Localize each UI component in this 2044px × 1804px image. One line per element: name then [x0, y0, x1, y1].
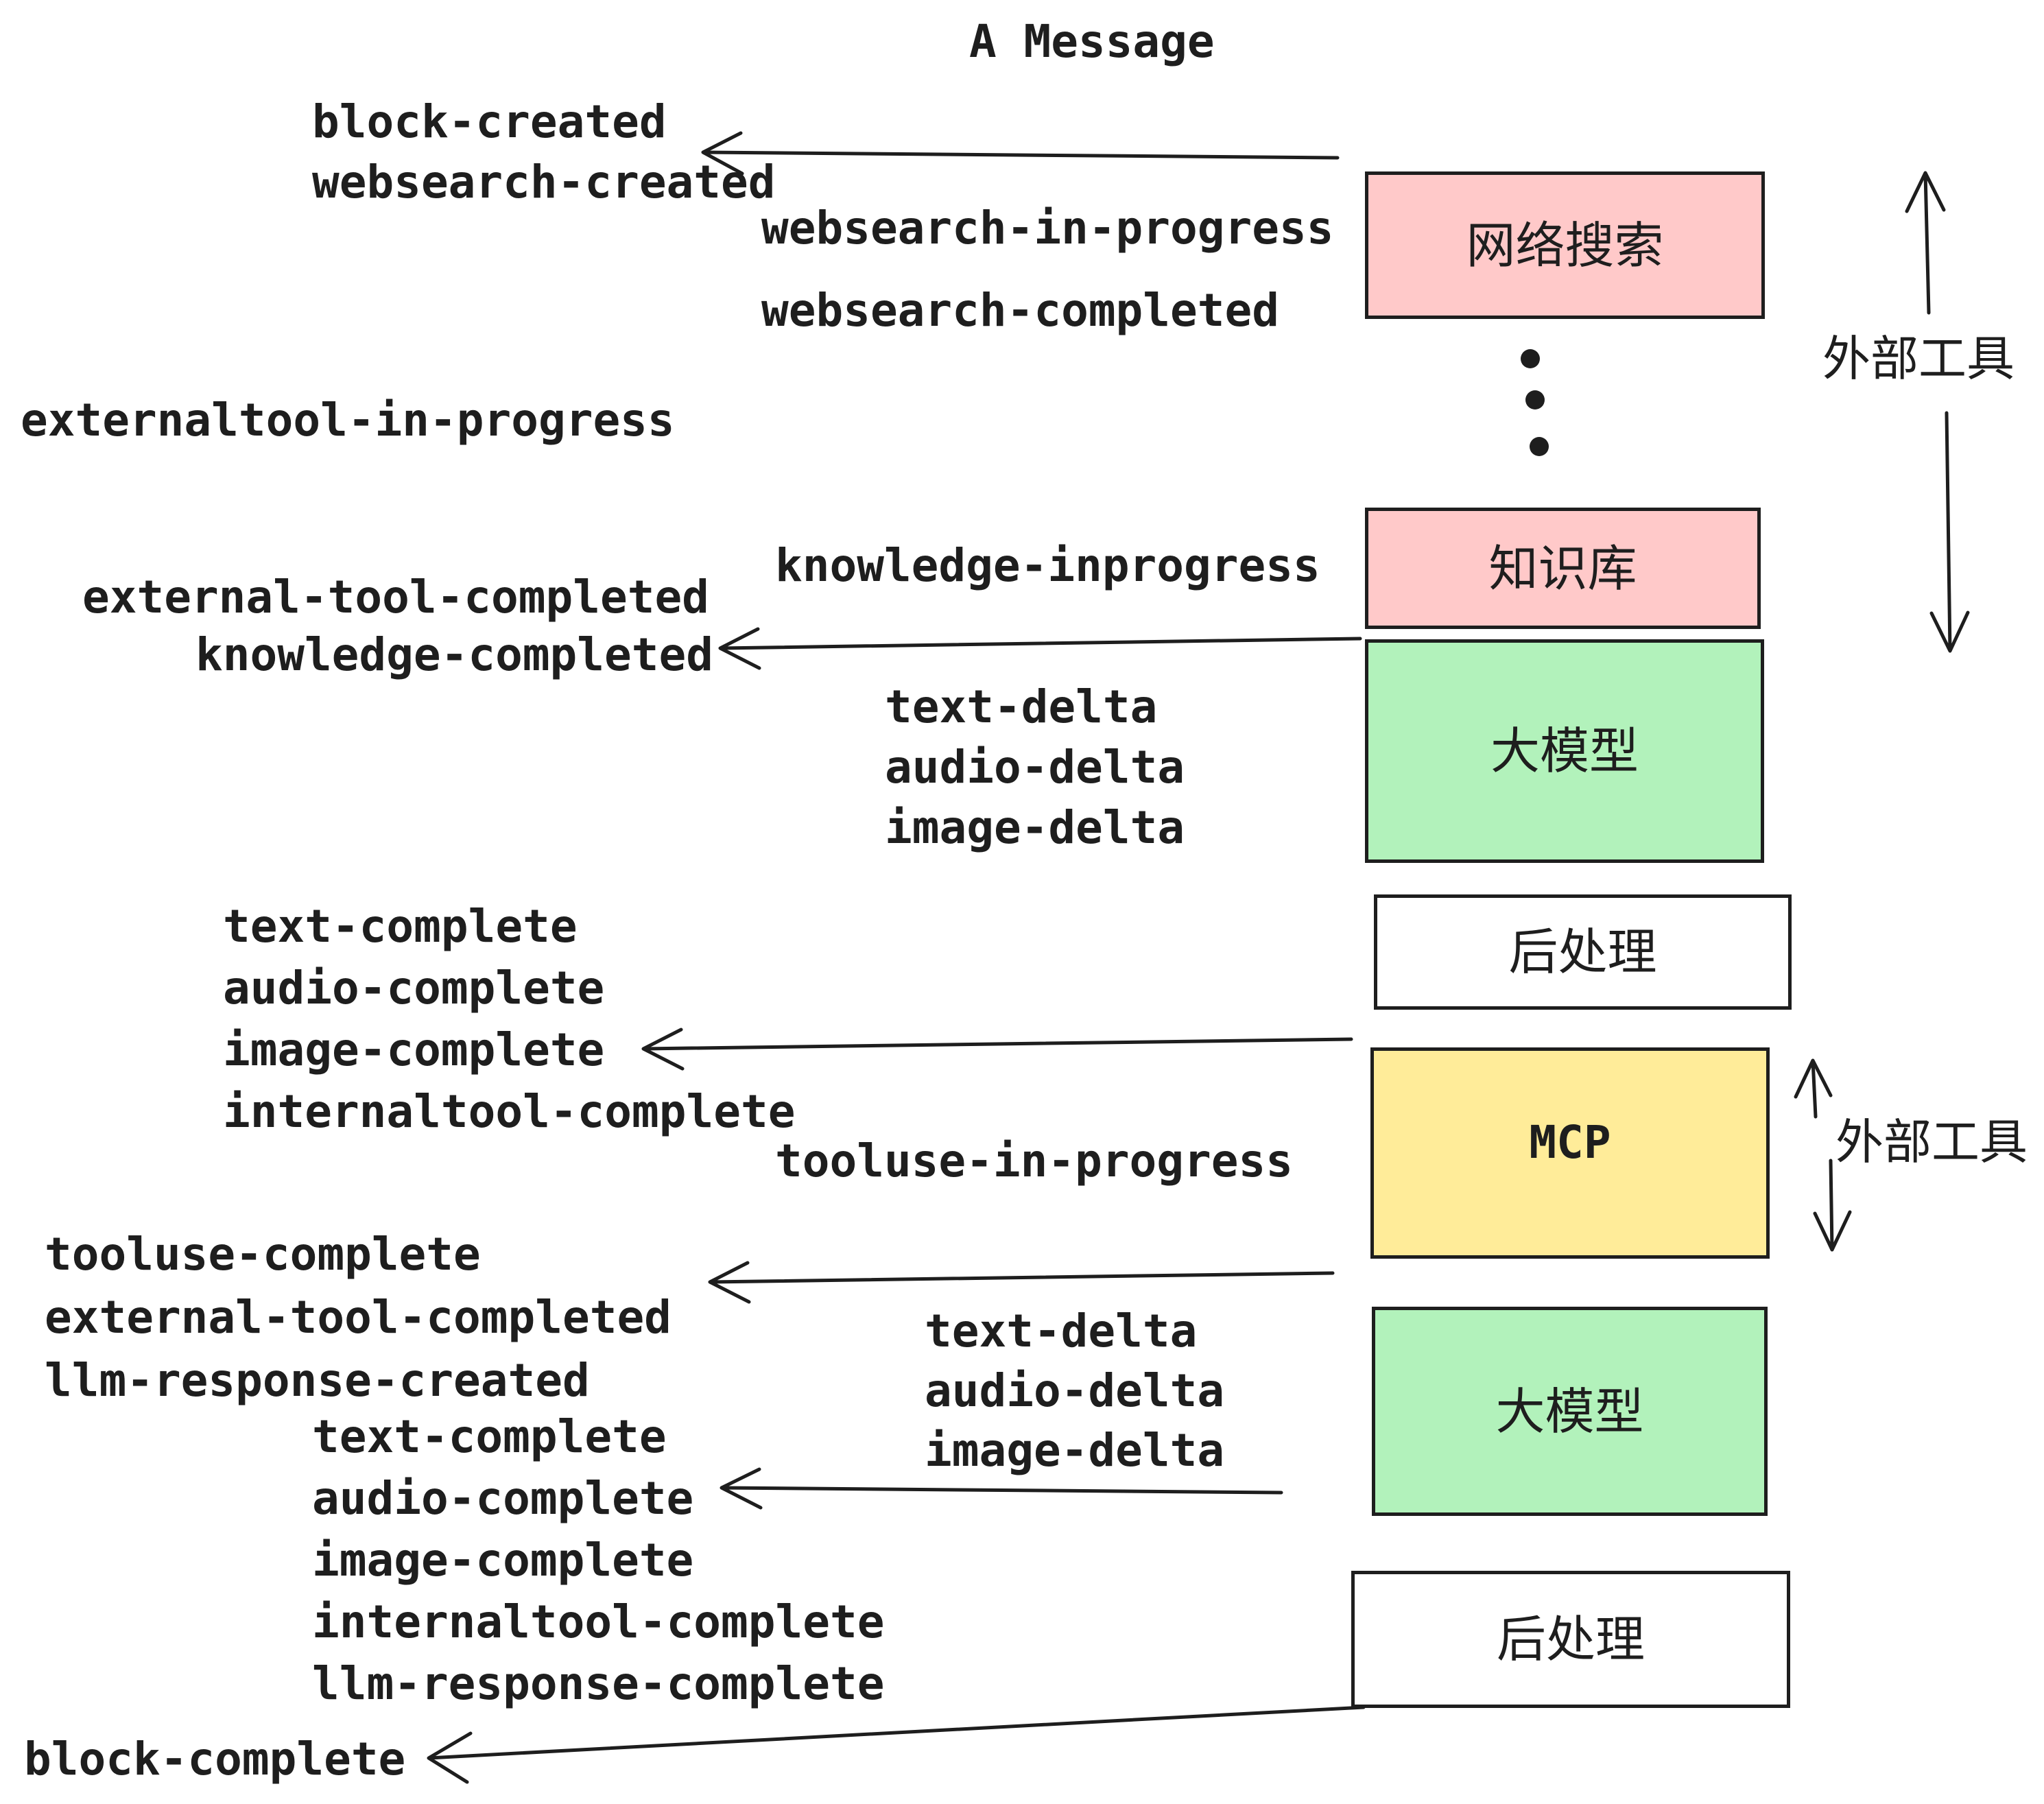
ellipsis-dot-1: [1521, 349, 1540, 368]
arrow-websearch-to-created: [701, 131, 1340, 176]
arrow-to-knowledge-completed: [718, 627, 1362, 670]
event-audio-delta-1: audio-delta: [885, 741, 1185, 794]
label-external-tools-top: 外部工具: [1822, 331, 2015, 387]
event-llm-response-created: llm-response-created: [45, 1354, 590, 1407]
event-websearch-created: websearch-created: [312, 156, 776, 209]
arrow-external-tools-bottom-down: [1813, 1159, 1852, 1252]
event-tooluse-in-progress: tooluse-in-progress: [775, 1135, 1293, 1187]
event-websearch-in-progress: websearch-in-progress: [761, 202, 1334, 254]
box-knowledge: 知识库: [1365, 508, 1761, 629]
event-image-complete-1: image-complete: [223, 1023, 605, 1076]
ellipsis-dot-2: [1525, 390, 1545, 410]
event-websearch-completed: websearch-completed: [761, 284, 1279, 337]
event-tooluse-complete: tooluse-complete: [45, 1228, 481, 1281]
ellipsis-dot-3: [1530, 437, 1549, 456]
event-image-delta-2: image-delta: [925, 1424, 1225, 1477]
box-websearch: 网络搜索: [1365, 171, 1765, 319]
event-knowledge-completed: knowledge-completed: [195, 628, 713, 681]
event-audio-complete-1: audio-complete: [223, 962, 605, 1014]
box-postprocess-2: 后处理: [1351, 1571, 1790, 1708]
event-audio-delta-2: audio-delta: [925, 1364, 1225, 1417]
box-mcp: MCP: [1370, 1047, 1770, 1259]
box-postprocess-1-label: 后处理: [1508, 923, 1657, 981]
diagram-title: A Message: [969, 15, 1215, 68]
event-block-complete: block-complete: [24, 1733, 406, 1785]
arrow-external-tools-top-down: [1929, 411, 1970, 653]
event-internaltool-complete-2: internaltool-complete: [312, 1595, 885, 1648]
event-block-created: block-created: [312, 95, 667, 148]
box-websearch-label: 网络搜索: [1466, 216, 1664, 274]
box-postprocess-1: 后处理: [1374, 894, 1792, 1010]
box-mcp-label: MCP: [1529, 1116, 1611, 1169]
event-internaltool-complete-1: internaltool-complete: [223, 1085, 796, 1138]
arrow-to-tooluse-complete: [708, 1261, 1335, 1304]
event-external-tool-completed-2: external-tool-completed: [45, 1291, 672, 1344]
event-image-complete-2: image-complete: [312, 1534, 694, 1587]
arrow-to-block-complete: [427, 1705, 1366, 1784]
arrow-external-tools-top-up: [1905, 171, 1946, 315]
event-image-delta-1: image-delta: [885, 801, 1185, 854]
box-llm-2: 大模型: [1372, 1307, 1768, 1516]
box-postprocess-2-label: 后处理: [1496, 1611, 1645, 1668]
event-audio-complete-2: audio-complete: [312, 1472, 694, 1525]
event-text-delta-1: text-delta: [885, 680, 1158, 733]
box-llm-1-label: 大模型: [1490, 722, 1639, 780]
event-text-complete-1: text-complete: [223, 900, 578, 953]
event-text-complete-2: text-complete: [312, 1410, 667, 1463]
event-knowledge-inprogress: knowledge-inprogress: [775, 539, 1320, 592]
box-llm-2-label: 大模型: [1495, 1382, 1644, 1440]
arrow-to-image-complete: [641, 1028, 1353, 1071]
event-externaltool-in-progress: externaltool-in-progress: [21, 394, 675, 447]
box-llm-1: 大模型: [1365, 639, 1764, 863]
event-external-tool-completed: external-tool-completed: [82, 571, 709, 624]
box-knowledge-label: 知识库: [1488, 539, 1637, 597]
event-text-delta-2: text-delta: [925, 1305, 1198, 1357]
event-llm-response-complete: llm-response-complete: [312, 1657, 885, 1710]
label-external-tools-bottom: 外部工具: [1835, 1114, 2028, 1170]
arrow-external-tools-bottom-up: [1794, 1058, 1833, 1119]
